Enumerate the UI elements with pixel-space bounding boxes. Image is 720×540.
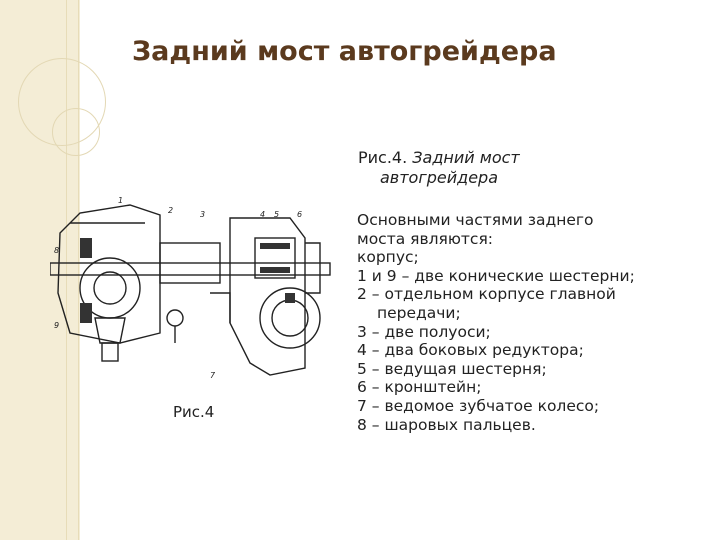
decorative-band-line bbox=[66, 0, 67, 540]
caption-prefix: Рис.4. bbox=[358, 148, 408, 167]
description-line: 7 – ведомое зубчатое колесо; bbox=[357, 396, 600, 415]
drawing-hatch bbox=[80, 238, 92, 258]
description-line: 8 – шаровых пальцев. bbox=[357, 415, 536, 434]
part-number-6: 6 bbox=[297, 210, 302, 219]
rear-axle-drawing: 1 2 3 4 5 6 7 8 9 bbox=[50, 196, 331, 380]
drawing-housing-right bbox=[229, 217, 306, 376]
part-number-3: 3 bbox=[200, 210, 205, 219]
description-line: 2 – отдельном корпусе главной bbox=[357, 285, 616, 304]
description-line: Основными частями заднего bbox=[357, 211, 594, 229]
part-number-2: 2 bbox=[168, 206, 173, 215]
drawing-pinion bbox=[94, 317, 126, 344]
decorative-band-line bbox=[78, 0, 79, 540]
description-line: передачи; bbox=[377, 303, 461, 322]
description-line: 1 и 9 – две конические шестерни; bbox=[357, 266, 635, 285]
caption-title-line1: Задний мост bbox=[412, 148, 520, 167]
part-number-4: 4 bbox=[260, 210, 265, 219]
description-line: 4 – два боковых редуктора; bbox=[357, 341, 584, 360]
caption-title-line2: автогрейдера bbox=[380, 168, 499, 187]
drawing-housing-left bbox=[57, 204, 161, 344]
description-line: 6 – кронштейн; bbox=[357, 378, 482, 397]
figure-label: Рис.4 bbox=[173, 403, 215, 421]
drawing-hatch bbox=[260, 243, 290, 249]
drawing-hatch bbox=[80, 303, 92, 323]
drawing-axle-shaft bbox=[50, 262, 331, 276]
drawing-hatch bbox=[260, 267, 290, 273]
drawing-part bbox=[159, 242, 221, 284]
part-number-5: 5 bbox=[274, 210, 279, 219]
description-line: моста являются: bbox=[357, 229, 493, 248]
drawing-hatch bbox=[285, 293, 295, 303]
decorative-circle bbox=[52, 108, 100, 156]
part-number-1: 1 bbox=[118, 196, 123, 205]
drawing-part bbox=[305, 242, 321, 294]
drawing-part bbox=[210, 292, 231, 323]
drawing-driven-wheel bbox=[259, 287, 321, 349]
drawing-gear bbox=[93, 271, 127, 305]
part-number-7: 7 bbox=[210, 371, 216, 380]
description-line: 3 – две полуоси; bbox=[357, 322, 491, 341]
drawing-gear-box bbox=[254, 237, 296, 279]
part-number-8: 8 bbox=[54, 246, 59, 255]
drawing-ball bbox=[166, 309, 184, 327]
drawing-driven-wheel-hub bbox=[271, 299, 309, 337]
slide-title: Задний мост автогрейдера bbox=[132, 36, 557, 67]
figure-caption: Рис.4. Задний мост автогрейдера bbox=[358, 148, 588, 188]
part-number-9: 9 bbox=[54, 321, 59, 330]
drawing-shaft bbox=[101, 342, 119, 362]
parts-description: Основными частями заднего моста являются… bbox=[357, 211, 687, 434]
description-line: 5 – ведущая шестерня; bbox=[357, 359, 547, 378]
description-line: корпус; bbox=[357, 248, 419, 267]
